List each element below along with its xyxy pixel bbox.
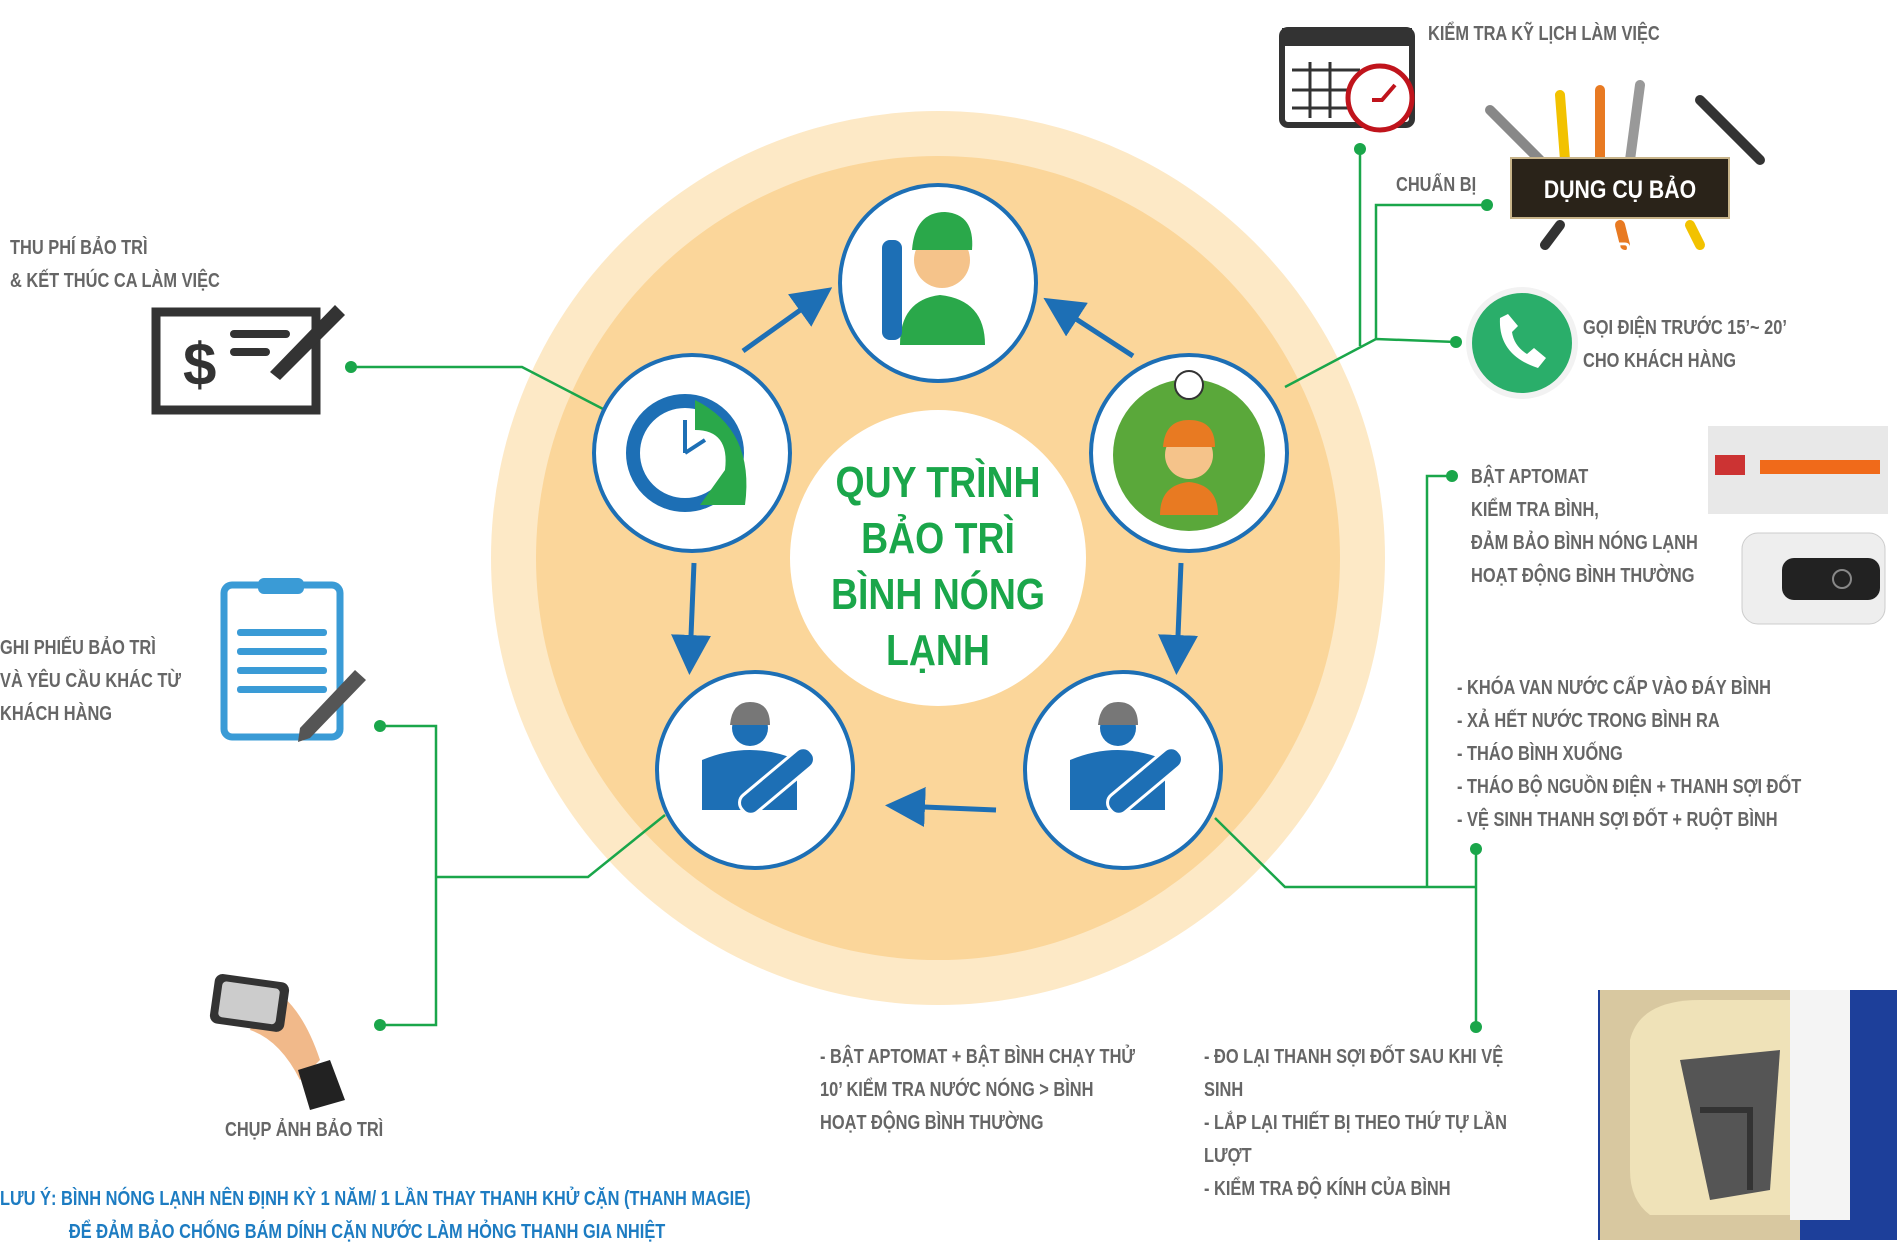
phone-in-hand-icon	[209, 973, 345, 1110]
list-item: - VỆ SINH THANH SỢI ĐỐT + RUỘT BÌNH	[1457, 809, 1778, 831]
diagram-title: QUY TRÌNH BẢO TRÌ BÌNH NÓNG LẠNH	[814, 455, 1062, 679]
title-line: QUY TRÌNH	[835, 458, 1041, 507]
title-line: BÌNH NÓNG	[830, 570, 1046, 619]
flow-arrows	[671, 287, 1199, 828]
step-bottom-left[interactable]	[655, 670, 855, 870]
note-line: LƯU Ý: BÌNH NÓNG LẠNH NÊN ĐỊNH KỲ 1 NĂM/…	[0, 1188, 751, 1210]
text-line: BẬT APTOMAT	[1471, 466, 1589, 488]
note-line: ĐỂ ĐẢM BẢO CHỐNG BÁM DÍNH CẶN NƯỚC LÀM H…	[68, 1221, 666, 1243]
worker-gear-icon	[1113, 370, 1265, 531]
title-line: LẠNH	[886, 626, 990, 675]
record-text: GHI PHIẾU BẢO TRÌ VÀ YÊU CẦU KHÁC TỪ KHÁ…	[0, 632, 181, 731]
text-line: - KIỂM TRA ĐỘ KÍNH CỦA BÌNH	[1204, 1178, 1451, 1200]
text-line: VÀ YÊU CẦU KHÁC TỪ	[0, 670, 181, 692]
step-right[interactable]	[1089, 353, 1289, 553]
text-line: GỌI ĐIỆN TRƯỚC 15’~ 20’	[1583, 317, 1787, 339]
tools-icon	[1485, 80, 1765, 250]
title-line: BẢO TRÌ	[861, 514, 1015, 563]
list-item: - KHÓA VAN NƯỚC CẤP VÀO ĐÁY BÌNH	[1457, 677, 1772, 699]
tools-sign-text: DỤNG CỤ BẢO TRÌ	[1543, 176, 1697, 266]
connector-lines	[351, 149, 1487, 1027]
text-line: HOẠT ĐỘNG BÌNH THƯỜNG	[820, 1112, 1044, 1134]
water-heater-photo	[1741, 532, 1886, 625]
text-line: & KẾT THÚC CA LÀM VIỆC	[10, 270, 220, 292]
step-bottom-right[interactable]	[1023, 670, 1223, 870]
test-run-text: - BẬT APTOMAT + BẬT BÌNH CHẠY THỬ 10’ KI…	[820, 1041, 1135, 1140]
text-line: KHÁCH HÀNG	[0, 703, 113, 725]
text-line: KIỂM TRA BÌNH,	[1471, 499, 1599, 521]
tools-sign: DỤNG CỤ BẢO TRÌ	[1510, 157, 1730, 266]
check-heater-text: BẬT APTOMAT KIỂM TRA BÌNH, ĐẢM BẢO BÌNH …	[1471, 461, 1698, 593]
circuit-breaker-photo	[1708, 426, 1888, 514]
repair-worker-icon	[1070, 702, 1184, 816]
clock-refresh-icon	[626, 394, 747, 512]
connector-dots	[345, 143, 1493, 1033]
step-left[interactable]	[592, 353, 792, 553]
schedule-label: KIỂM TRA KỸ LỊCH LÀM VIỆC	[1428, 23, 1660, 45]
reassemble-text: - ĐO LẠI THANH SỢI ĐỐT SAU KHI VỆ SINH -…	[1204, 1041, 1507, 1206]
text-line: LƯỢT	[1204, 1145, 1252, 1167]
text-line: SINH	[1204, 1079, 1244, 1101]
text-line: HOẠT ĐỘNG BÌNH THƯỜNG	[1471, 565, 1695, 587]
text-line: THU PHÍ BẢO TRÌ	[10, 237, 148, 259]
check-payment-icon: $	[151, 305, 345, 415]
step-top[interactable]	[838, 183, 1038, 383]
worker-with-wrench-icon	[882, 212, 985, 345]
center-circle	[790, 410, 1086, 706]
photo-label: CHỤP ẢNH BẢO TRÌ	[225, 1119, 384, 1141]
text-line: ĐẢM BẢO BÌNH NÓNG LẠNH	[1471, 532, 1698, 554]
text-line: - BẬT APTOMAT + BẬT BÌNH CHẠY THỬ	[820, 1046, 1136, 1068]
calendar-clock-icon	[1279, 27, 1415, 133]
text-line: 10’ KIỂM TRA NƯỚC NÓNG > BÌNH	[820, 1079, 1094, 1101]
payment-text: THU PHÍ BẢO TRÌ & KẾT THÚC CA LÀM VIỆC	[10, 232, 220, 298]
repair-worker-icon	[702, 702, 816, 816]
list-item: - THÁO BỘ NGUỒN ĐIỆN + THANH SỢI ĐỐT	[1457, 776, 1802, 798]
call-customer-text: GỌI ĐIỆN TRƯỚC 15’~ 20’ CHO KHÁCH HÀNG	[1583, 312, 1787, 378]
text-line: GHI PHIẾU BẢO TRÌ	[0, 637, 156, 659]
text-line: - ĐO LẠI THANH SỢI ĐỐT SAU KHI VỆ	[1204, 1046, 1504, 1068]
prepare-label: CHUẨN BỊ	[1396, 174, 1477, 196]
list-item: - XẢ HẾT NƯỚC TRONG BÌNH RA	[1457, 710, 1720, 732]
list-item: - THÁO BÌNH XUỐNG	[1457, 743, 1623, 765]
maintenance-steps-list: - KHÓA VAN NƯỚC CẤP VÀO ĐÁY BÌNH - XẢ HẾ…	[1457, 672, 1801, 837]
note-text: LƯU Ý: BÌNH NÓNG LẠNH NÊN ĐỊNH KỲ 1 NĂM/…	[0, 1183, 751, 1249]
clipboard-icon	[220, 578, 366, 742]
svg-text:$: $	[183, 331, 216, 398]
phone-call-icon	[1466, 287, 1578, 399]
text-line: - LẮP LẠI THIẾT BỊ THEO THỨ TỰ LẦN	[1204, 1112, 1507, 1134]
heater-interior-photo	[1598, 990, 1897, 1240]
text-line: CHO KHÁCH HÀNG	[1583, 350, 1737, 372]
